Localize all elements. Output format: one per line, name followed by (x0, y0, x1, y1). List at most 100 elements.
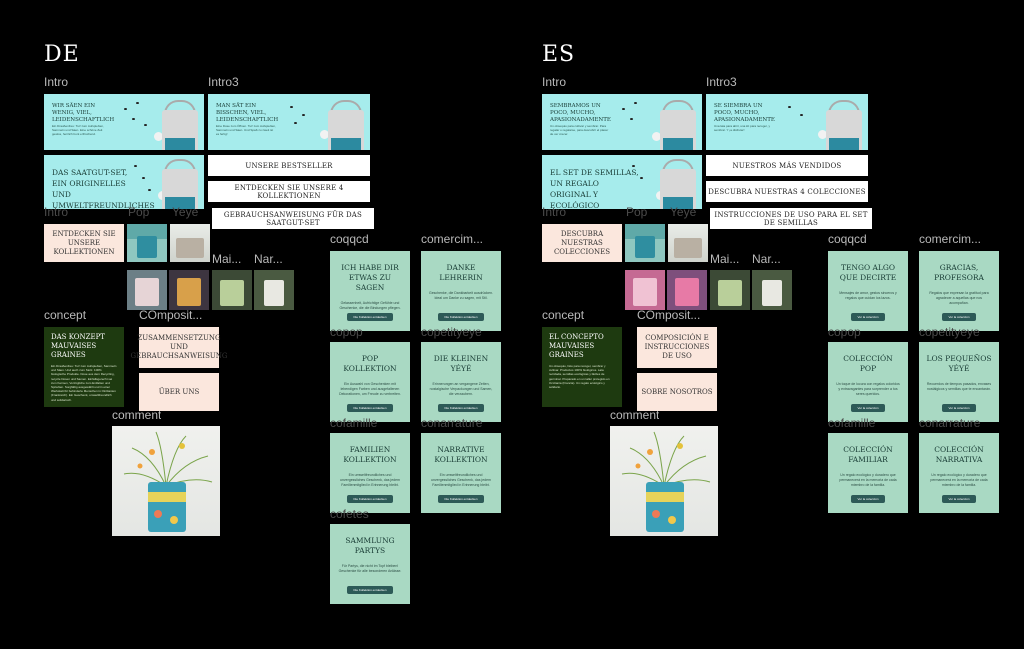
product-photo[interactable] (610, 426, 718, 536)
card-cta-button[interactable]: Die Kollektion entdecken (438, 404, 484, 412)
intro3-banner[interactable]: Se siembra un poco, mucho, apasionadamen… (706, 94, 868, 150)
collection-card[interactable]: Tengo algo que decirte Mensajes de amor,… (828, 251, 908, 331)
tin-can-icon (674, 238, 702, 258)
card-cta-button[interactable]: Die Kollektion entdecken (347, 495, 393, 503)
frame-label-nar[interactable]: Nar... (752, 252, 781, 266)
collection-card[interactable]: Los pequeños Yéyé Recuerdos de tiempos p… (919, 342, 999, 422)
frame-label-yeye[interactable]: Yeye (172, 205, 199, 219)
card-cta-button[interactable]: Ver la colección (851, 495, 885, 503)
frame-label-cofamille[interactable]: cofamille (330, 416, 378, 430)
instructions-button[interactable]: Gebrauchsanweisung für das Saatgut-Set (212, 208, 374, 229)
frame-label-coqqcd[interactable]: coqqcd (330, 232, 369, 246)
card-cta-button[interactable]: Die Kollektion entdecken (347, 586, 393, 594)
instructions-button[interactable]: Instrucciones de uso para el set de semi… (710, 208, 872, 229)
about-tile[interactable]: Sobre nosotros (637, 373, 717, 411)
frame-label-intro-small[interactable]: Intro (542, 205, 567, 219)
frame-label-comercim[interactable]: comercim... (919, 232, 982, 246)
collection-card[interactable]: Pop Kollektion Ein Auswahl von Geschenke… (330, 342, 410, 422)
card-cta-button[interactable]: Die Kollektion entdecken (438, 495, 484, 503)
frame-label-concept[interactable]: concept (44, 308, 87, 322)
card-cta-button[interactable]: Ver la colección (942, 404, 976, 412)
frame-label-composit[interactable]: COmposit... (139, 308, 203, 322)
collection-card[interactable]: Colección narrativa Un regalo ecológico … (919, 433, 999, 513)
seed-dot-icon (632, 165, 635, 167)
collection-thumbnail-1[interactable] (127, 270, 167, 310)
frame-label-intro-small[interactable]: Intro (44, 205, 69, 219)
about-tile[interactable]: Über uns (139, 373, 219, 411)
product-photo[interactable] (112, 426, 220, 536)
pop-thumbnail[interactable] (625, 224, 665, 262)
intro-banner[interactable]: Wir säen ein wenig, viel, leidenschaftli… (44, 94, 204, 150)
yeye-thumbnail[interactable] (170, 224, 210, 262)
frame-label-coqqcd[interactable]: coqqcd (828, 232, 867, 246)
composition-tile[interactable]: Zusammensetzung und Gebrauchsanweisung (131, 327, 228, 368)
frame-label-conarrature[interactable]: conarrature (421, 416, 483, 430)
frame-label-mai[interactable]: Mai... (212, 252, 242, 266)
composition-tile[interactable]: Composición e instrucciones de uso (637, 327, 717, 368)
bestseller-button[interactable]: Nuestros más vendidos (706, 155, 868, 176)
collection-card[interactable]: Ich habe dir etwas zu sagen Gelassenheit… (330, 251, 410, 331)
frame-label-comercim[interactable]: comercim... (421, 232, 484, 246)
seed-set-banner[interactable]: Das Saatgut-Set, ein originelles und umw… (44, 155, 204, 209)
seed-set-banner[interactable]: El set de semillas, un regalo original y… (542, 155, 702, 209)
card-cta-button[interactable]: Ver la colección (851, 404, 885, 412)
card-cta-button[interactable]: Ver la colección (851, 313, 885, 321)
frame-label-intro[interactable]: Intro (542, 75, 567, 89)
frame-label-comment[interactable]: comment (112, 408, 162, 422)
frame-label-copop[interactable]: copop (330, 325, 363, 339)
banner-title: El set de semillas, un regalo original y… (550, 168, 639, 209)
frame-label-cofamille[interactable]: cofamille (828, 416, 876, 430)
yeye-thumbnail[interactable] (668, 224, 708, 262)
frame-label-intro3[interactable]: Intro3 (706, 75, 737, 89)
card-body: Regalos que expresan la gratitud para ag… (929, 291, 989, 305)
card-title: Colección familiar (843, 445, 893, 464)
mai-thumbnail[interactable] (212, 270, 252, 310)
frame-label-pop[interactable]: Pop (128, 205, 150, 219)
concept-panel[interactable]: El concepto mauvaises graines Un obsequi… (542, 327, 622, 407)
frame-label-pop[interactable]: Pop (626, 205, 648, 219)
collection-card[interactable]: Narrative Kollektion Ein umweltfreundlic… (421, 433, 501, 513)
nar-thumbnail[interactable] (752, 270, 792, 310)
frame-label-mai[interactable]: Mai... (710, 252, 740, 266)
frame-label-concept[interactable]: concept (542, 308, 585, 322)
frame-label-nar[interactable]: Nar... (254, 252, 283, 266)
collection-card[interactable]: Gracias, profesora Regalos que expresan … (919, 251, 999, 331)
bestseller-button[interactable]: Unsere Bestseller (208, 155, 370, 176)
frame-label-copetityeye[interactable]: copetityeye (421, 325, 482, 339)
card-cta-button[interactable]: Ver la colección (942, 313, 976, 321)
nar-thumbnail[interactable] (254, 270, 294, 310)
collection-thumbnail-2[interactable] (169, 270, 209, 310)
frame-label-cofetes[interactable]: cofetes (330, 507, 369, 521)
collections-button[interactable]: Descubra nuestras 4 colecciones (706, 181, 868, 202)
collection-card[interactable]: Familien Kollektion Ein umweltfreundlich… (330, 433, 410, 513)
frame-label-copop[interactable]: copop (828, 325, 861, 339)
card-body: Für Partys, die nicht im Topf bleiben! G… (338, 564, 402, 573)
pop-thumbnail[interactable] (127, 224, 167, 262)
frame-label-copetityeye[interactable]: copetityeye (919, 325, 980, 339)
frame-label-intro[interactable]: Intro (44, 75, 69, 89)
collection-card[interactable]: Die kleinen Yéyé Erinnerungen an vergang… (421, 342, 501, 422)
frame-label-comment[interactable]: comment (610, 408, 660, 422)
card-cta-button[interactable]: Die Kollektion entdecken (347, 313, 393, 321)
intro-banner[interactable]: Sembramos un poco, mucho, apasionadament… (542, 94, 702, 150)
collection-card[interactable]: Colección familiar Un regalo ecológico y… (828, 433, 908, 513)
discover-collections-tile[interactable]: Descubra nuestras colecciones (542, 224, 622, 262)
frame-label-composit[interactable]: COmposit... (637, 308, 701, 322)
intro3-banner[interactable]: Man sät ein bisschen, viel, leidenschaft… (208, 94, 370, 150)
mai-thumbnail[interactable] (710, 270, 750, 310)
card-cta-button[interactable]: Die Kollektion entdecken (438, 313, 484, 321)
collection-card[interactable]: Sammlung Partys Für Partys, die nicht im… (330, 524, 410, 604)
concept-panel[interactable]: Das Konzept mauvaises graines Ein Drauße… (44, 327, 124, 407)
collection-thumbnail-2[interactable] (667, 270, 707, 310)
collection-thumbnail-1[interactable] (625, 270, 665, 310)
frame-label-yeye[interactable]: Yeye (670, 205, 697, 219)
frame-label-conarrature[interactable]: conarrature (919, 416, 981, 430)
card-cta-button[interactable]: Die Kollektion entdecken (347, 404, 393, 412)
collection-card[interactable]: Danke Lehrerin Geschenke, die Dankbarkei… (421, 251, 501, 331)
collection-card[interactable]: Colección Pop Un toque de locura con reg… (828, 342, 908, 422)
card-cta-button[interactable]: Ver la colección (942, 495, 976, 503)
frame-label-intro3[interactable]: Intro3 (208, 75, 239, 89)
seed-dot-icon (136, 102, 139, 104)
